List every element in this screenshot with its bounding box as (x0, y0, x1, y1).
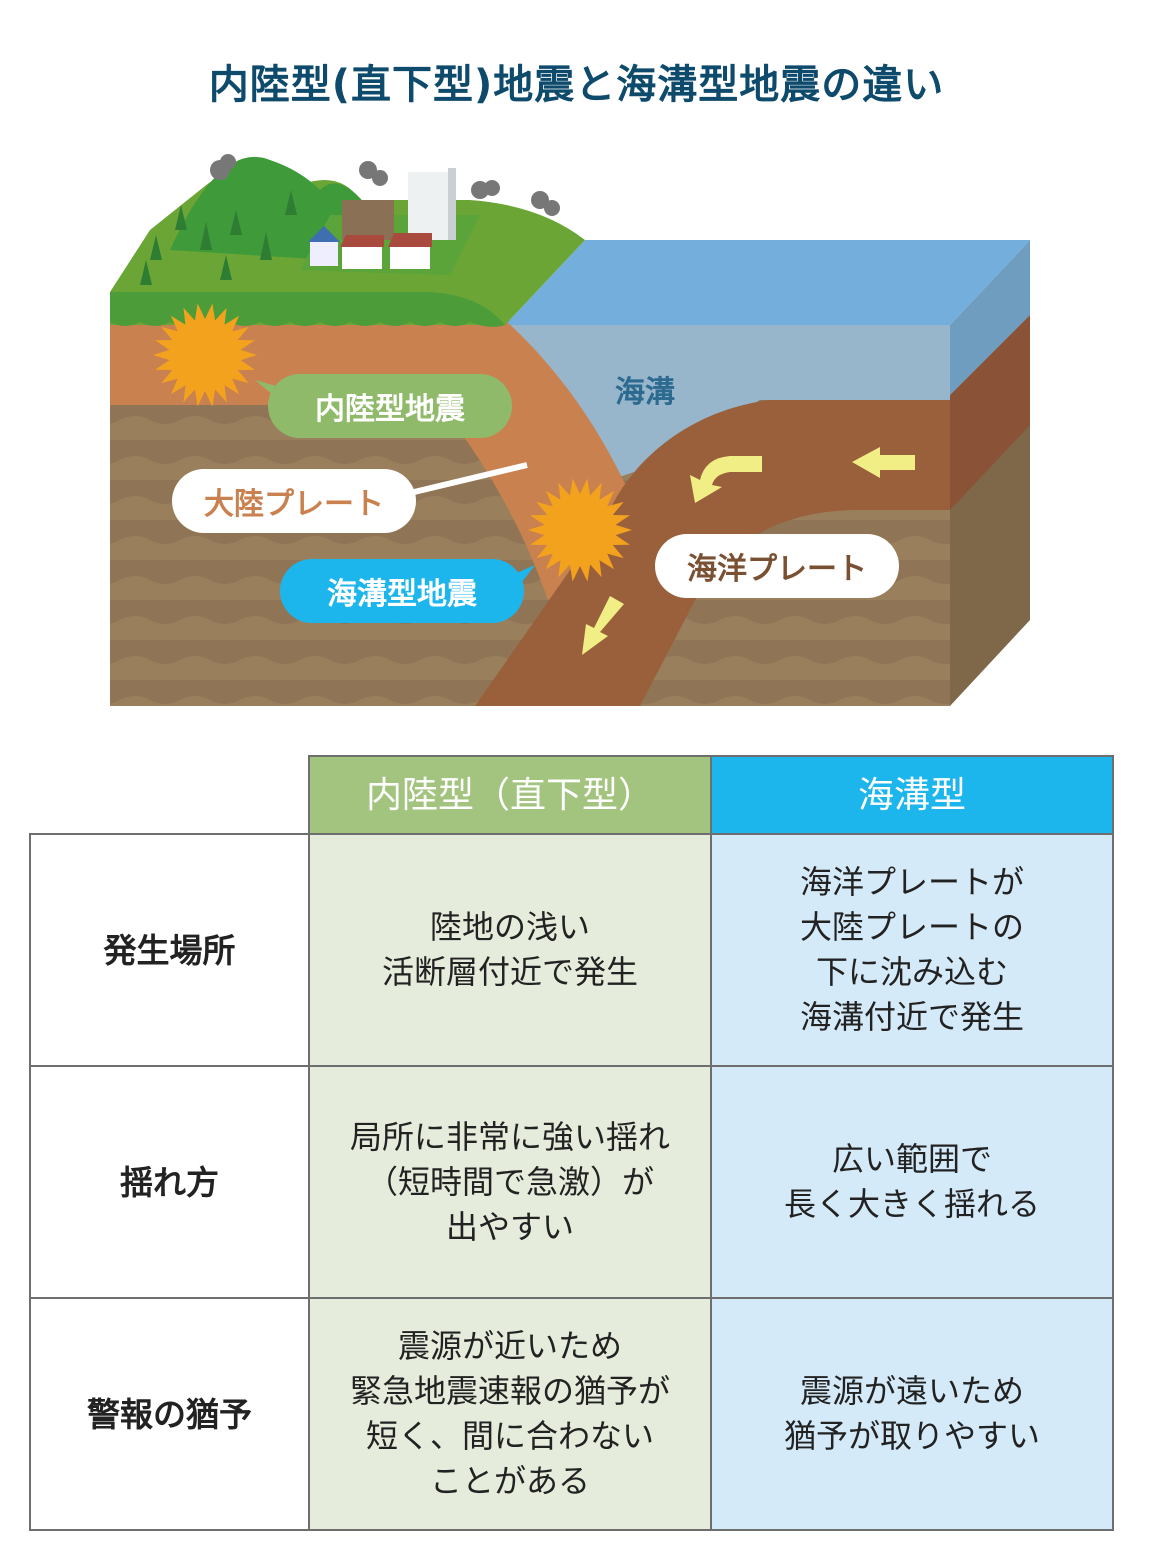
inland-cell: 陸地の浅い 活断層付近で発生 (308, 833, 712, 1067)
header-blank-cell (30, 756, 309, 835)
row-label: 揺れ方 (29, 1065, 310, 1299)
plate-motion-arrows (582, 447, 915, 655)
trench-cell: 広い範囲で 長く大きく揺れる (710, 1065, 1114, 1299)
inland-cell: 局所に非常に強い揺れ （短時間で急激）が 出やすい (308, 1065, 712, 1299)
comparison-table: 内陸型（直下型） 海溝型 発生場所 陸地の浅い 活断層付近で発生 海洋プレートが… (29, 755, 1114, 1531)
arrow-down-left-icon (690, 456, 762, 503)
land-front-grass (110, 292, 505, 327)
trench-quake-label: 海溝型地震 (327, 577, 477, 612)
earthquake-cross-section-diagram: 海溝 (110, 154, 1030, 706)
oceanic-plate-label: 海洋プレート (687, 552, 867, 587)
inland-quake-label: 内陸型地震 (315, 392, 465, 427)
trench-quake-callout: 海溝型地震 (280, 559, 524, 623)
row-label: 警報の猶予 (29, 1297, 310, 1531)
arrow-down-icon (582, 596, 624, 655)
page-title: 内陸型(直下型)地震と海溝型地震の違い (208, 62, 945, 108)
oceanic-plate-callout: 海洋プレート (655, 534, 899, 598)
trench-label: 海溝 (615, 375, 675, 410)
table-header-row: 内陸型（直下型） 海溝型 (30, 755, 1114, 835)
inland-quake-callout: 内陸型地震 (268, 374, 512, 438)
town-buildings (308, 168, 456, 269)
trench-cell: 震源が遠いため 猶予が取りやすい (710, 1297, 1114, 1531)
block-side-plate (950, 315, 1030, 510)
continental-plate-label: 大陸プレート (204, 487, 384, 522)
inland-cell: 震源が近いため 緊急地震速報の猶予が 短く、間に合わない ことがある (308, 1297, 712, 1531)
header-inland: 内陸型（直下型） (308, 755, 712, 835)
arrow-left-icon (852, 447, 915, 478)
continental-plate-callout: 大陸プレート (172, 469, 416, 533)
header-trench: 海溝型 (710, 755, 1114, 835)
table-row: 警報の猶予 震源が近いため 緊急地震速報の猶予が 短く、間に合わない ことがある… (29, 1297, 1114, 1531)
smoke-clouds (210, 154, 560, 216)
table-row: 発生場所 陸地の浅い 活断層付近で発生 海洋プレートが 大陸プレートの 下に沈み… (29, 833, 1114, 1067)
sea-surface (505, 240, 1030, 325)
inland-epicenter-icon (153, 303, 257, 407)
forest (140, 190, 297, 285)
sea-front (505, 325, 950, 480)
trench-cell: 海洋プレートが 大陸プレートの 下に沈み込む 海溝付近で発生 (710, 833, 1114, 1067)
continental-plate-pointer (409, 462, 528, 496)
trench-epicenter-icon (528, 478, 632, 582)
block-side-water (950, 240, 1030, 395)
row-label: 発生場所 (29, 833, 310, 1067)
table-row: 揺れ方 局所に非常に強い揺れ （短時間で急激）が 出やすい 広い範囲で 長く大き… (29, 1065, 1114, 1299)
